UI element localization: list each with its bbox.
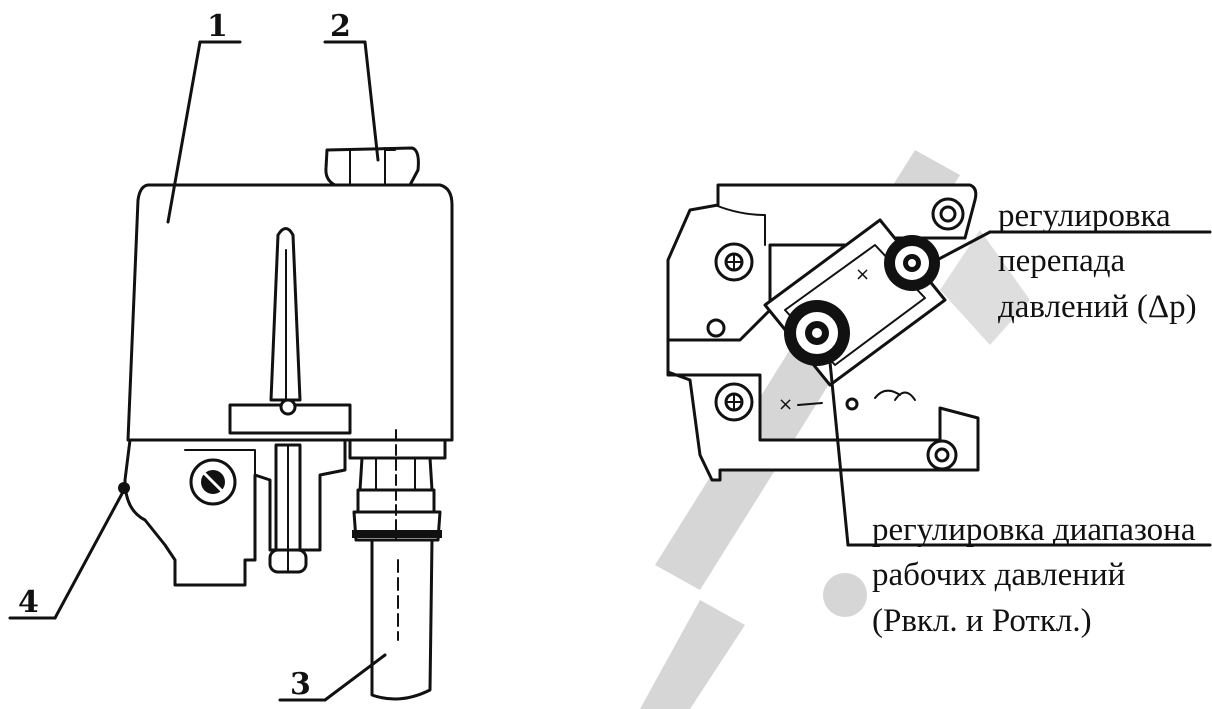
label-differential-line1: регулировка [998, 198, 1171, 234]
callout-lines [8, 40, 387, 702]
label-range-line2: рабочих давлений [872, 557, 1125, 593]
svg-text:×: × [778, 394, 793, 415]
callout-3: 3 [290, 667, 311, 702]
base-block [123, 438, 347, 587]
callout-2: 2 [330, 9, 351, 44]
callout-4: 4 [18, 585, 39, 620]
top-cap [324, 146, 420, 187]
label-range-line3: (Рвкл. и Роткл.) [872, 603, 1092, 639]
callout-1: 1 [207, 9, 228, 44]
cable [370, 538, 434, 701]
mounting-plate [228, 403, 352, 435]
label-differential-line2: перепада [998, 243, 1126, 279]
label-leaders [828, 230, 1212, 547]
label-differential-line3: давлений (Δp) [998, 289, 1197, 325]
svg-text:×: × [855, 264, 870, 285]
pressure-switch-side-view [118, 146, 454, 701]
adjustment-mechanism: × × [666, 183, 980, 482]
label-range-line1: регулировка диапазона [872, 512, 1196, 548]
